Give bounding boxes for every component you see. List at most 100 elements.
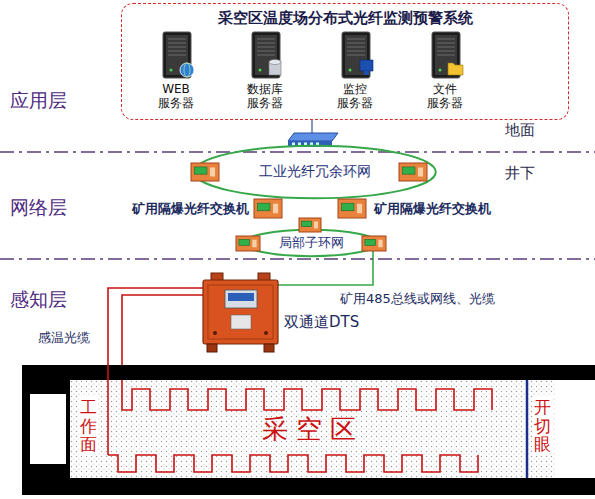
switch-screen — [302, 221, 312, 227]
server-led — [170, 69, 173, 72]
server-led — [439, 69, 442, 72]
switch-screen — [402, 167, 415, 174]
layer-label: 网络层 — [10, 195, 67, 221]
monitor-mark — [360, 60, 373, 71]
dts-door — [208, 285, 273, 339]
dts-screen — [228, 293, 254, 301]
switch-port — [314, 222, 318, 229]
server-case — [252, 32, 280, 78]
switch-screen — [257, 203, 270, 211]
node-text: 矿用隔爆光纤交换机 — [374, 200, 491, 218]
server-icon — [236, 30, 296, 80]
dts-body — [203, 280, 278, 344]
dts-foot — [207, 344, 217, 352]
layer-label: 地面 — [505, 121, 535, 140]
server-node: WEB 服务器 — [147, 30, 207, 118]
server-vent — [437, 51, 455, 52]
server-vent — [168, 43, 186, 44]
switch-node: 矿用隔爆光纤交换机 — [254, 199, 282, 218]
switch-port — [210, 168, 215, 177]
server-vent — [257, 47, 275, 48]
switch-port — [357, 204, 362, 214]
switch-body — [338, 199, 366, 218]
server-vent — [168, 55, 186, 56]
switch-body — [236, 236, 260, 251]
switch-port — [378, 240, 382, 248]
goaf-fill — [70, 380, 555, 478]
switch-body — [362, 236, 386, 251]
dts-unit: 双通道DTS — [203, 273, 278, 352]
ring-network: 工业光纤冗余环网 — [193, 144, 437, 200]
tunnel-floor — [22, 478, 595, 495]
server-vent — [437, 39, 455, 40]
server-icon — [326, 30, 386, 80]
vertical-label: 工作面 — [79, 396, 98, 456]
ring-line — [194, 146, 436, 199]
server-vent — [257, 51, 275, 52]
layer-label: 应用层 — [10, 88, 67, 114]
server-vent — [347, 43, 365, 44]
db-mark — [269, 60, 281, 65]
switch-body — [191, 163, 219, 181]
node-text: 双通道DTS — [284, 313, 359, 332]
sensing-cable — [108, 288, 203, 455]
layer-divider — [0, 258, 595, 260]
dts-bolt — [264, 331, 268, 335]
working-face-block — [22, 380, 70, 478]
server-node: 数据库 服务器 — [236, 30, 296, 118]
node-text: 文件 服务器 — [416, 82, 474, 110]
server-vent — [347, 47, 365, 48]
server-icon — [416, 30, 476, 80]
server-vent — [437, 47, 455, 48]
layer-label: 井下 — [505, 164, 535, 183]
connector-label: 矿用485总线或网线、光缆 — [340, 290, 495, 308]
switch-port — [418, 168, 423, 177]
server-vent — [347, 39, 365, 40]
layer-divider — [0, 151, 595, 153]
server-icon — [147, 30, 207, 80]
server-led — [259, 69, 262, 72]
node-text: 工业光纤冗余环网 — [259, 163, 371, 181]
dts-foot — [264, 344, 274, 352]
layer-label: 感知层 — [10, 287, 67, 313]
dts-bolt — [213, 331, 217, 335]
server-node: 监控 服务器 — [326, 30, 386, 118]
node-outline — [254, 199, 282, 218]
server-node: 文件 服务器 — [416, 30, 476, 118]
monitor-mark — [364, 71, 369, 75]
goaf-region: 采空区 — [70, 380, 555, 478]
server-vent — [257, 55, 275, 56]
switch-node: 矿用隔爆光纤交换机 — [338, 199, 366, 218]
folder-mark — [448, 63, 463, 75]
dts-keypad — [231, 315, 251, 329]
node-text: 数据库 服务器 — [236, 82, 294, 110]
switch-port — [252, 240, 256, 248]
server-led — [349, 69, 352, 72]
server-vent — [347, 51, 365, 52]
server-vent — [437, 55, 455, 56]
system-panel: 采空区温度场分布式光纤监测预警系统 WEB 服务器数据库 服务器 监控 服务器 文件 … — [121, 3, 569, 120]
switch-body — [299, 218, 321, 232]
globe-mark — [180, 63, 194, 77]
sensing-cable — [108, 455, 478, 472]
connector-label: 感温光缆 — [38, 329, 90, 347]
node-text: 采空区温度场分布式光纤监测预警系统 — [122, 9, 568, 28]
sensing-cable — [122, 380, 492, 410]
open-cut-line — [526, 380, 529, 478]
ring-line — [244, 230, 379, 256]
server-vent — [168, 51, 186, 52]
server-vent — [437, 43, 455, 44]
sub-ring-network: 局部子环网 — [243, 229, 379, 257]
node-text: 采空区 — [262, 412, 364, 447]
switch-screen — [341, 203, 354, 211]
server-case — [342, 32, 370, 78]
node-text: 监控 服务器 — [326, 82, 384, 110]
node-outline — [203, 273, 278, 352]
switch-screen — [365, 239, 376, 245]
server-vent — [257, 43, 275, 44]
switch-screen — [239, 239, 250, 245]
working-face-opening — [30, 394, 66, 464]
server-vent — [347, 55, 365, 56]
